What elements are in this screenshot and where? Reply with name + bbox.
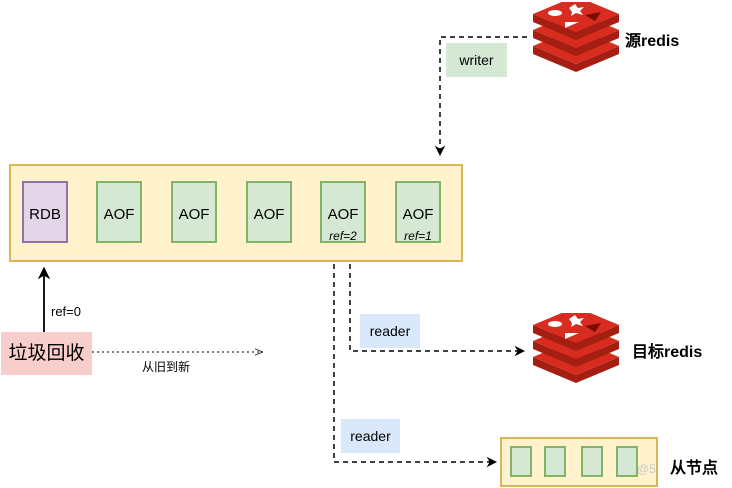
replica-slot (616, 446, 638, 477)
target-redis-label: 目标redis (632, 344, 703, 361)
gc-direction-label: 从旧到新 (142, 360, 191, 374)
aof-cell-ref1: AOF ref=1 (395, 181, 441, 243)
watermark: @5 (637, 462, 656, 476)
reader-tag-target: reader (360, 314, 420, 348)
replica-slot (581, 446, 603, 477)
gc-box: 垃圾回收 (1, 332, 92, 375)
reader-connector-replica (333, 264, 498, 468)
replica-slot (510, 446, 532, 477)
reader-tag-replica: reader (341, 419, 400, 453)
reader-connector-target (349, 264, 526, 357)
writer-tag: writer (446, 43, 507, 77)
gc-ref-label: ref=0 (51, 304, 81, 319)
replica-label: 从节点 (670, 460, 719, 477)
aof-cell: AOF (96, 181, 142, 243)
aof-cell: AOF (246, 181, 292, 243)
rdb-cell: RDB (22, 181, 68, 243)
aof-cell: AOF (171, 181, 217, 243)
writer-connector (434, 36, 527, 157)
source-redis-label: 源redis (625, 33, 680, 50)
aof-queue (9, 164, 463, 262)
replica-slot (544, 446, 566, 477)
aof-cell-ref2: AOF ref=2 (320, 181, 366, 243)
redis-logo-icon (533, 2, 619, 72)
redis-logo-icon (533, 313, 619, 383)
